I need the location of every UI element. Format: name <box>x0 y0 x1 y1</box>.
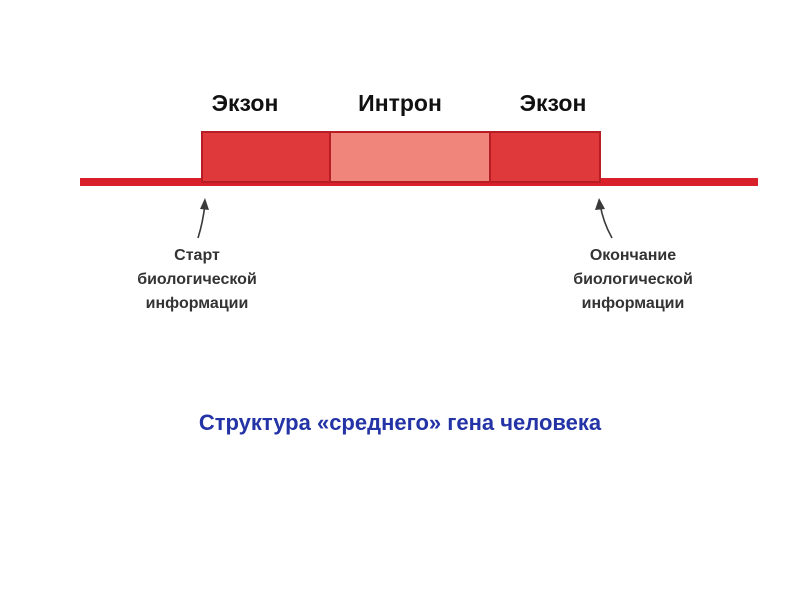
start-annotation-line: Старт <box>174 247 220 264</box>
start-annotation-line: биологической <box>137 271 257 288</box>
start-annotation: Старт биологической информации <box>112 244 282 316</box>
exon-label-2: Экзон <box>519 90 587 116</box>
end-annotation-line: биологической <box>573 271 693 288</box>
intron-label: Интрон <box>358 90 442 116</box>
end-annotation-line: информации <box>581 295 685 312</box>
exon-block-1 <box>201 131 331 183</box>
end-arrow-icon <box>595 198 613 239</box>
start-annotation-line: информации <box>145 295 249 312</box>
end-annotation: Окончание биологической информации <box>548 244 718 316</box>
diagram-caption: Структура «среднего» гена человека <box>198 410 602 435</box>
end-annotation-line: Окончание <box>589 247 677 264</box>
exon-block-2 <box>489 131 601 183</box>
exon-label-1: Экзон <box>211 90 279 116</box>
intron-block <box>329 131 491 183</box>
start-arrow-icon <box>197 198 209 239</box>
